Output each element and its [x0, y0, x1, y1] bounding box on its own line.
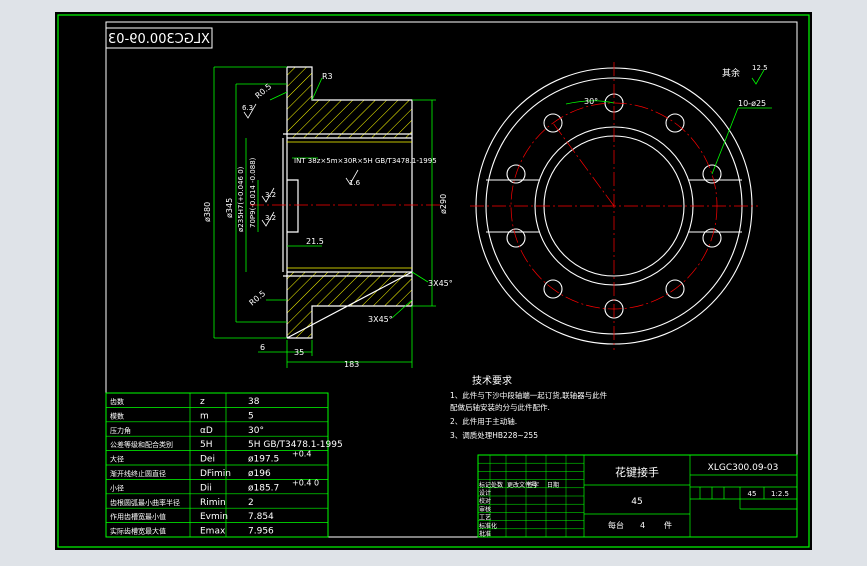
dim-chamfer-right: 3X45° [428, 279, 453, 288]
title-block-role: 批准 [479, 530, 491, 538]
table-row-value: 7.956 [248, 527, 274, 537]
title-code: XLGC300.09-03 [708, 463, 779, 473]
title-block-headers: 标记处数更改文件号签字日期 [479, 481, 559, 489]
table-row-symbol: 5H [200, 440, 213, 450]
dim-chamfer-bottom: 3X45° [368, 315, 393, 324]
table-row-value: ø185.7 [248, 483, 279, 493]
table-row-value: 5H GB/T3478.1-1995 [248, 440, 343, 450]
table-row-value: ø196 [248, 469, 271, 479]
tech-req-item-2: 配做后轴安装的分与此件配作. [450, 402, 550, 412]
end-view-leaders [565, 69, 772, 175]
table-row-symbol: Dei [200, 455, 215, 465]
title-block-role: 标准化 [479, 522, 497, 530]
table-row-tolerance: +0.4 0 [292, 478, 319, 487]
table-row-symbol: z [200, 397, 205, 407]
table-row-value: 5 [248, 411, 254, 421]
section-view[interactable]: R3 R0.5 R0.5 INT 38z×5m×30R×5H GB/T3478.… [203, 66, 453, 369]
table-row-symbol: αD [200, 426, 213, 436]
inner-frame [105, 21, 798, 538]
table-row-name: 实际齿槽宽最大值 [110, 527, 166, 536]
table-grid [106, 393, 328, 537]
dim-d345: ø345 [225, 198, 234, 218]
roughness-symbols [243, 103, 359, 227]
technical-requirements: 技术要求 1、此件与下沙中段轴端一起订货,联轴器与此件 配做后轴安装的分与此件配… [450, 374, 608, 440]
tech-req-item-3: 2、此件用于主动轴. [450, 416, 517, 426]
table-row-value: 2 [248, 498, 254, 508]
outer-frame [57, 14, 810, 548]
table-row-tolerance: +0.4 [292, 450, 311, 459]
hole-callout: 10-ø25 [738, 99, 766, 108]
dim-d380: ø380 [203, 202, 212, 222]
title-block-header: 更改文件号 [507, 481, 537, 489]
table-row-name: 作用齿槽宽最小值 [110, 512, 166, 521]
title-block-grid [478, 455, 584, 537]
dim-21-5: 21.5 [306, 237, 324, 246]
title-block-header: 处数 [491, 481, 503, 489]
table-row-symbol: Rimin [200, 498, 226, 508]
table-row-symbol: Evmin [200, 512, 228, 522]
table-rows: 齿数 z 38 模数 m 5 压力角 αD 30° 公差等级和配合类别 5H 5H GB/T3478.… [110, 397, 343, 537]
title-block-header: 标记 [479, 481, 491, 489]
roughness-3-2-b: 3.2 [265, 214, 276, 222]
material: 45 [631, 497, 642, 507]
title-block-header: 日期 [547, 481, 559, 489]
title-block-role: 工艺 [479, 514, 491, 522]
table-row-value: ø197.5 [248, 455, 279, 465]
table-row-name: 压力角 [110, 426, 131, 435]
title-block-role: 设计 [479, 489, 491, 497]
part-name: 花键接手 [615, 465, 659, 479]
end-view[interactable]: 30° 10-ø25 其余 12.5 [470, 62, 772, 350]
model-space [55, 12, 812, 550]
bolt-holes [506, 93, 722, 319]
quantity-label: 每台 [608, 520, 624, 530]
mirrored-code-box: XLGC300.09-03 [105, 27, 213, 49]
title-block-role: 审核 [479, 505, 491, 513]
roughness-note-label: 其余 [722, 67, 740, 79]
table-row-name: 齿数 [110, 397, 124, 406]
dim-d290: ø290 [439, 194, 448, 214]
roughness-note-value: 12.5 [752, 64, 768, 72]
roughness-6-3: 6.3 [242, 104, 253, 112]
roughness-1-6: 1.6 [349, 179, 361, 187]
table-row-symbol: Emax [200, 527, 226, 537]
table-row-name: 模数 [110, 411, 124, 420]
quantity-unit: 件 [664, 520, 672, 530]
table-row-value: 30° [248, 426, 264, 436]
scale: 1:2.5 [771, 490, 789, 498]
title-block: 标记处数更改文件号签字日期 设计校对审核工艺标准化批准 花键接手 45 每台 4… [477, 454, 798, 538]
table-row-value: 7.854 [248, 512, 274, 522]
table-row-value: 38 [248, 397, 260, 407]
tech-req-item-1: 1、此件与下沙中段轴端一起订货,联轴器与此件 [450, 390, 608, 400]
table-row-name: 公差等级和配合类别 [110, 440, 173, 449]
tech-req-title: 技术要求 [472, 374, 512, 387]
hatch-upper [287, 67, 412, 138]
dim-d235: ø235H7(+0.046 0) [237, 166, 245, 232]
table-row-symbol: DFimin [200, 469, 231, 479]
table-row-symbol: m [200, 411, 209, 421]
weight: 45 [748, 490, 757, 498]
dim-d70: 70P9(-0.014 -0.088) [249, 157, 257, 228]
table-row-name: 齿根圆弧最小曲率半径 [110, 498, 180, 507]
title-block-role: 校对 [479, 497, 491, 505]
quantity-value: 4 [640, 521, 645, 530]
title-block-header: 签字 [527, 481, 539, 489]
angle-callout: 30° [584, 97, 598, 106]
dim-spline-callout: INT 38z×5m×30R×5H GB/T3478.1-1995 [294, 157, 437, 165]
dim-6: 6 [260, 343, 265, 352]
mirrored-code-text: XLGC300.09-03 [108, 32, 210, 47]
vertical-dimensions [213, 66, 436, 368]
table-row-name: 大径 [110, 455, 124, 464]
roughness-3-2-a: 3.2 [265, 191, 276, 199]
dim-183: 183 [344, 360, 359, 369]
table-row-name: 小径 [110, 483, 124, 492]
spline-parameter-table: 齿数 z 38 模数 m 5 压力角 αD 30° 公差等级和配合类别 5H 5H GB/T3478.… [105, 392, 343, 538]
table-row-symbol: Dii [200, 483, 212, 493]
dim-r3: R3 [322, 72, 333, 81]
table-row-name: 渐开线终止圆直径 [110, 469, 166, 478]
dim-35: 35 [294, 348, 304, 357]
tech-req-item-4: 3、调质处理HB228~255 [450, 430, 538, 440]
